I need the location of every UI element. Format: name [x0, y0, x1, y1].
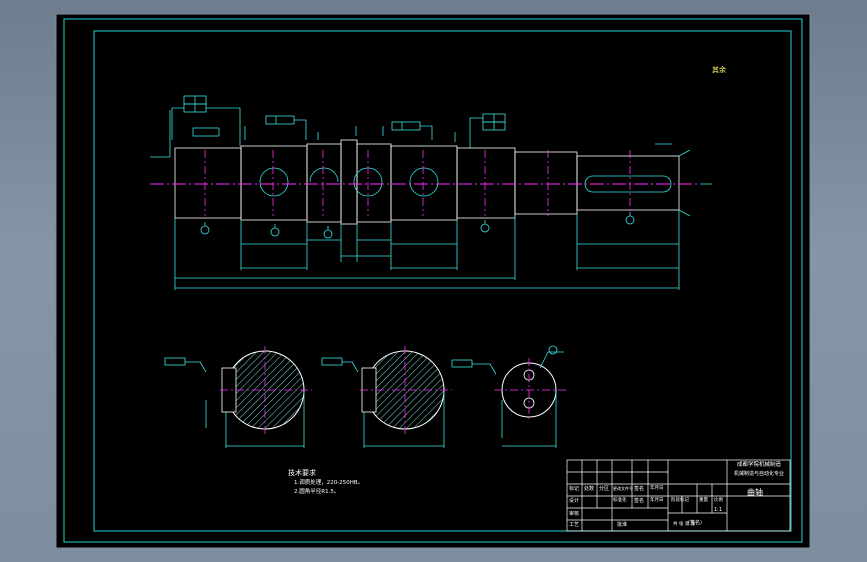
section-centerlines — [204, 150, 631, 216]
crank-pin-4 — [409, 167, 439, 197]
inner-border — [93, 30, 792, 532]
notes-heading: 技术要求 — [288, 469, 316, 477]
tb-standardize: 标准化 — [613, 498, 627, 503]
tb-stage-mark: 阶段标记 — [671, 498, 689, 503]
title-block — [566, 459, 791, 532]
outer-border — [63, 18, 803, 543]
technical-notes: 技术要求 1.调质处理，220-250HB。 2.圆角半径R1.5。 — [288, 469, 363, 495]
tb-count: 处数 — [584, 486, 595, 492]
university-line-1: 成都学院机械制造 — [737, 462, 782, 468]
section-view-3 — [451, 345, 566, 448]
tb-approve: 批准 — [617, 522, 628, 528]
signature-label: (签名) — [688, 520, 702, 526]
tb-sheet: 共 张 第 张 — [673, 522, 696, 527]
tb-change-doc: 更改文件号 — [613, 486, 633, 491]
tb-zone: 分区 — [599, 486, 610, 492]
section-view-1 — [164, 346, 312, 448]
university-line-2: 机械制造与自动化专业 — [734, 471, 785, 477]
drawing-title: 曲轴 — [747, 488, 763, 497]
tb-mark: 标记 — [569, 486, 580, 492]
note-1: 1.调质处理，220-250HB。 — [294, 480, 364, 486]
note-2: 2.圆角半径R1.5。 — [294, 488, 340, 495]
tb-date-2: 年月日 — [650, 498, 664, 503]
dimension-lines — [150, 110, 691, 290]
crankshaft-front-view — [174, 139, 680, 225]
tolerance-frames — [171, 95, 672, 148]
tb-ratio: 比例 — [714, 498, 723, 503]
tb-review: 审核 — [569, 511, 580, 517]
tb-sign: 签名 — [634, 486, 645, 492]
tb-process: 工艺 — [569, 522, 580, 528]
drawing-sheet — [55, 13, 811, 549]
tb-date: 年月日 — [650, 486, 664, 491]
datum-markers — [200, 212, 635, 239]
tb-weight: 重量 — [699, 498, 708, 503]
shaft-right-end — [576, 155, 680, 211]
tb-sign-2: 签名 — [634, 498, 645, 504]
crank-pin-1 — [259, 167, 289, 197]
section-view-2 — [321, 346, 452, 448]
surface-roughness-note: 其余 — [712, 66, 726, 74]
scale-value: 1:1 — [714, 507, 723, 513]
crank-pin-2 — [309, 167, 339, 183]
crank-pin-3 — [353, 167, 383, 197]
tb-design: 设计 — [569, 498, 580, 504]
